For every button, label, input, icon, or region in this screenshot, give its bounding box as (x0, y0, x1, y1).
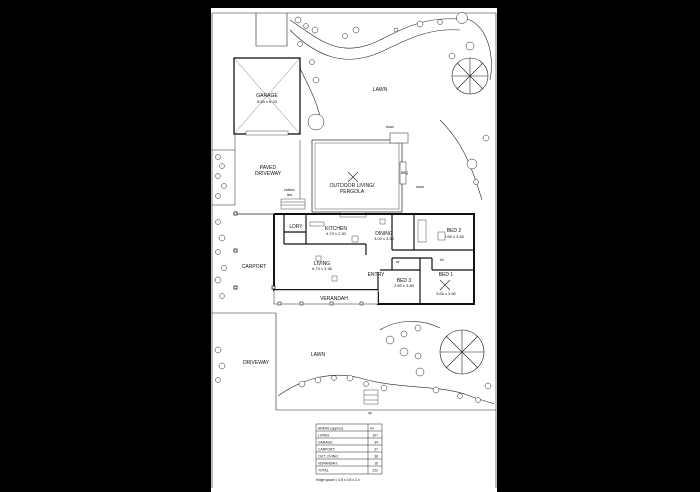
up-label: up (368, 411, 372, 415)
carport-label: CARPORT (242, 264, 266, 270)
clothes-line (280, 198, 306, 210)
top-shrubs (294, 12, 490, 185)
paved-driveway (234, 134, 301, 205)
areas-row-value: 27 (374, 448, 378, 452)
living-label: LIVING (314, 261, 331, 267)
down-label-side: down (416, 185, 424, 189)
garage-label: GARAGE (256, 93, 278, 99)
verandah-area (273, 289, 379, 305)
carport-posts (233, 211, 276, 290)
areas-row-label: GARAGE: (318, 441, 334, 445)
paved-label: PAVED (260, 165, 277, 171)
bottom-shrubs (214, 324, 492, 403)
bed3-dimensions: 2.80 x 3.80 (394, 283, 415, 288)
areas-row-value: 34 (374, 441, 378, 445)
areas-header: AREAS (approx) (318, 427, 343, 431)
front-steps (363, 389, 379, 405)
bed3-label: BED 3 (397, 278, 412, 284)
lawn-bottom-label: LAWN (311, 352, 326, 358)
areas-row-label: CARPORT: (318, 448, 335, 452)
pergola-label: PERGOLA (340, 189, 365, 195)
bed1-label: BED 1 (439, 272, 454, 278)
large-tree-top (451, 57, 489, 95)
bed2-label: BED 2 (447, 228, 462, 234)
areas-row-label: LIVING: (318, 434, 330, 438)
outdoor-living-label: OUTDOOR LIVING/ (330, 183, 375, 189)
areas-row-value: 107 (372, 434, 378, 438)
line-label: line (287, 193, 292, 197)
areas-table (315, 423, 383, 475)
bed2-dimensions: 2.65 x 3.50 (444, 234, 465, 239)
areas-unit: m² (370, 427, 375, 431)
entry-label: ENTRY (368, 272, 386, 278)
bed1-dimensions: 3.66 x 3.60 (436, 291, 457, 296)
lawn-top-label: LAWN (373, 87, 388, 93)
dining-dimensions: 3.00 x 3.50 (374, 236, 395, 241)
verandah-label: VERANDAH (320, 296, 348, 302)
kitchen-dimensions: 4.70 x 2.50 (326, 231, 347, 236)
large-tree-bottom (439, 329, 485, 375)
bir-label: bir (440, 258, 445, 262)
carport-shrubs (214, 219, 227, 299)
verandah-posts (277, 301, 364, 306)
outdoor-living-area (311, 139, 403, 213)
areas-row-value: 38 (374, 455, 378, 459)
driveway-label-top: DRIVEWAY (255, 171, 282, 177)
areas-total-value: 222 (372, 469, 378, 473)
areas-row-label: OUT. LIVING: (318, 455, 339, 459)
areas-row-value: 16 (374, 462, 378, 466)
dining-label: DINING (375, 231, 393, 237)
kitchen-label: KITCHEN (325, 226, 347, 232)
laundry-label: LDRY (289, 224, 303, 230)
areas-total-label: TOTAL (318, 469, 329, 473)
wr-label: wr (396, 260, 400, 264)
driveway-label-bottom: DRIVEWAY (243, 360, 270, 366)
areas-row-label: VERANDAH: (318, 462, 338, 466)
down-label-top: down (386, 125, 394, 129)
garage-dimensions: 5.50 x 6.20 (257, 99, 278, 104)
clothes-label: clothes (284, 188, 295, 192)
bottom-garden-bed (277, 321, 495, 405)
fridge-note: fridge space = 0.8 x 0.8 x 2.4 (316, 478, 360, 482)
living-dimensions: 6.74 x 3.36 (312, 266, 333, 271)
left-driveway-shrubs (215, 154, 227, 199)
property-boundary (211, 12, 497, 488)
bbq-label: BBQ (401, 171, 409, 175)
